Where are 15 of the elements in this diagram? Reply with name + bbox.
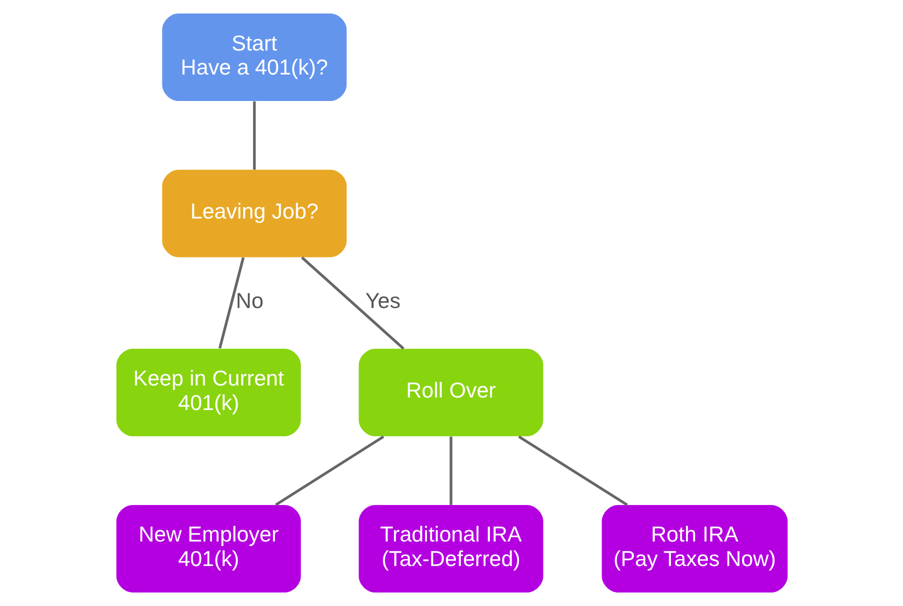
- connector: [274, 436, 384, 506]
- node-box: Start Have a 401(k)?: [162, 14, 346, 102]
- connector: [518, 436, 628, 506]
- connector: [449, 436, 452, 505]
- node-box: Roth IRA (Pay Taxes Now): [601, 504, 788, 592]
- node-box: Traditional IRA (Tax-Deferred): [358, 504, 543, 592]
- edge-label: Yes: [364, 289, 400, 314]
- connector: [300, 256, 404, 350]
- connector: [218, 257, 244, 349]
- edge-label: No: [235, 289, 263, 314]
- node-box: Leaving Job?: [162, 170, 346, 258]
- node-box: New Employer 401(k): [116, 504, 300, 592]
- node-box: Roll Over: [358, 348, 543, 436]
- node-box: Keep in Current 401(k): [116, 348, 300, 436]
- connector: [252, 101, 256, 170]
